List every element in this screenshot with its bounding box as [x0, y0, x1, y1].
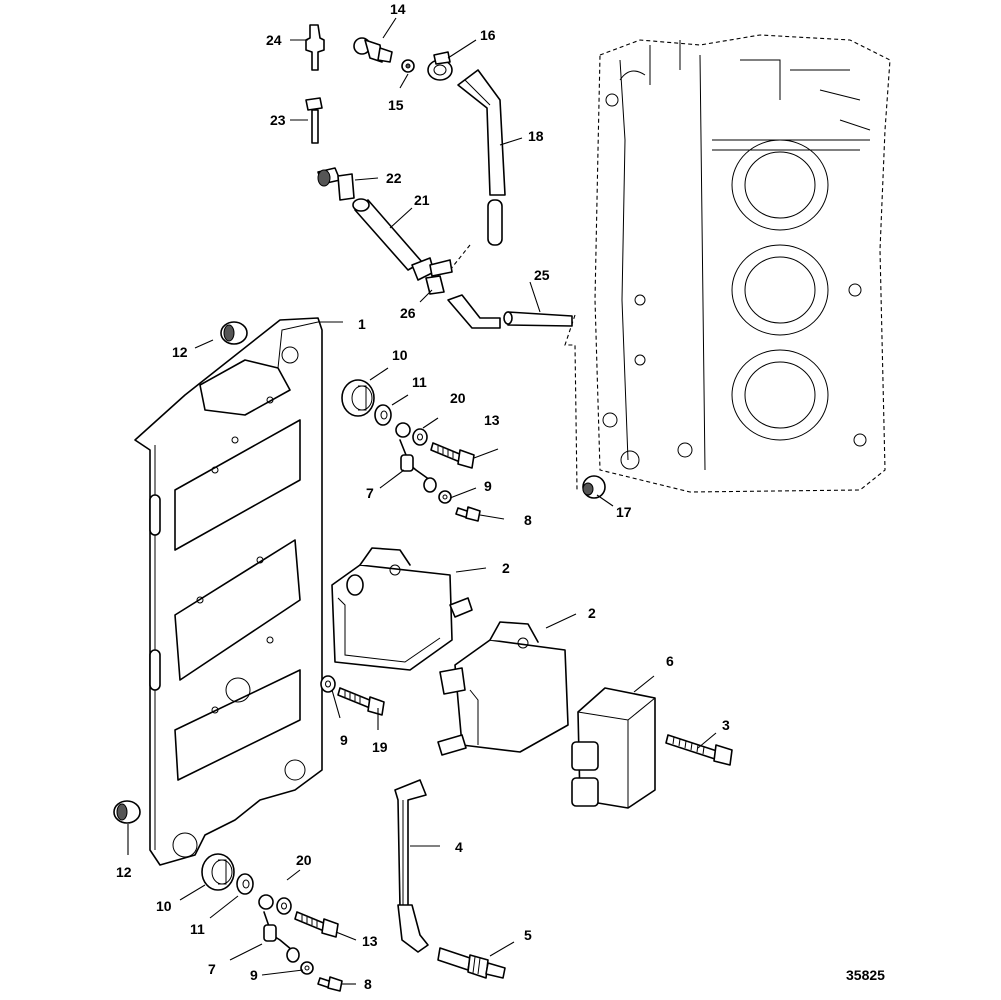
callout-2: 2: [588, 605, 596, 621]
spark-plug: [437, 947, 506, 979]
callout-4: 4: [455, 839, 463, 855]
callout-7: 7: [366, 485, 374, 501]
callout-23: 23: [270, 112, 286, 128]
callout-19: 19: [372, 739, 388, 755]
callout-8: 8: [524, 512, 532, 528]
callout-12: 12: [172, 344, 188, 360]
grommet-lower: [113, 800, 141, 824]
hose-25: [447, 294, 573, 329]
ground-lead-lower: [258, 894, 300, 963]
clamp-16: [427, 51, 453, 81]
screw-13-upper: [430, 442, 475, 469]
callout-26: 26: [400, 305, 416, 321]
ignition-coil-upper: [331, 547, 473, 671]
ignition-coil-lower: [437, 621, 569, 756]
callout-12: 12: [116, 864, 132, 880]
callout-17: 17: [616, 504, 632, 520]
control-module: [571, 687, 656, 809]
ground-lead-upper: [395, 422, 437, 493]
bushing-lower: [201, 853, 235, 891]
alignment-line: [449, 244, 471, 271]
screw-19: [337, 687, 385, 716]
callout-15: 15: [388, 97, 404, 113]
callout-25: 25: [534, 267, 550, 283]
callout-16: 16: [480, 27, 496, 43]
alignment-line: [564, 314, 578, 491]
callout-10: 10: [156, 898, 172, 914]
callout-1: 1: [358, 316, 366, 332]
bushing-upper: [341, 379, 375, 417]
callout-labels: 1 2 2 3 4 5 6 7 7 8 8 9 9 9 10 10 11 11 …: [116, 1, 730, 992]
leader-lines: [127, 17, 717, 985]
callout-9: 9: [250, 967, 258, 983]
callout-13: 13: [362, 933, 378, 949]
washer-9-lower: [300, 961, 314, 975]
callout-2: 2: [502, 560, 510, 576]
callout-9: 9: [484, 478, 492, 494]
tee-26: [411, 257, 453, 295]
callout-3: 3: [722, 717, 730, 733]
callout-7: 7: [208, 961, 216, 977]
ignition-mounting-plate: [134, 317, 323, 866]
connector-22: [317, 167, 355, 201]
callout-20: 20: [296, 852, 312, 868]
hose-21: [352, 198, 423, 271]
screw-3: [665, 734, 733, 766]
washer-9-upper: [438, 490, 452, 504]
callout-5: 5: [524, 927, 532, 943]
washer-20-lower: [276, 897, 292, 915]
callout-18: 18: [528, 128, 544, 144]
callout-9: 9: [340, 732, 348, 748]
screw-8-upper: [455, 506, 481, 522]
grommet-upper: [220, 321, 248, 345]
figure-number: 35825: [846, 967, 885, 983]
callout-21: 21: [414, 192, 430, 208]
washer-upper: [374, 404, 392, 426]
callout-11: 11: [412, 374, 427, 390]
spark-plug-lead: [394, 779, 429, 953]
callout-24: 24: [266, 32, 282, 48]
washer-lower: [236, 873, 254, 895]
hose-18: [457, 69, 506, 246]
pin-23: [305, 97, 323, 144]
callout-6: 6: [666, 653, 674, 669]
screw-8-lower: [317, 976, 343, 992]
callout-14: 14: [390, 1, 406, 17]
washer-9-coil: [320, 675, 336, 693]
valve-14: [353, 37, 393, 63]
callout-8: 8: [364, 976, 372, 992]
callout-22: 22: [386, 170, 402, 186]
callout-11: 11: [190, 921, 205, 937]
fitting-24: [305, 24, 325, 71]
callout-10: 10: [392, 347, 408, 363]
fitting-17: [582, 475, 606, 499]
washer-20-upper: [412, 428, 428, 446]
callout-13: 13: [484, 412, 500, 428]
screw-13-lower: [294, 911, 339, 938]
cap-15: [401, 59, 415, 73]
callout-20: 20: [450, 390, 466, 406]
engine-block: [594, 34, 891, 493]
